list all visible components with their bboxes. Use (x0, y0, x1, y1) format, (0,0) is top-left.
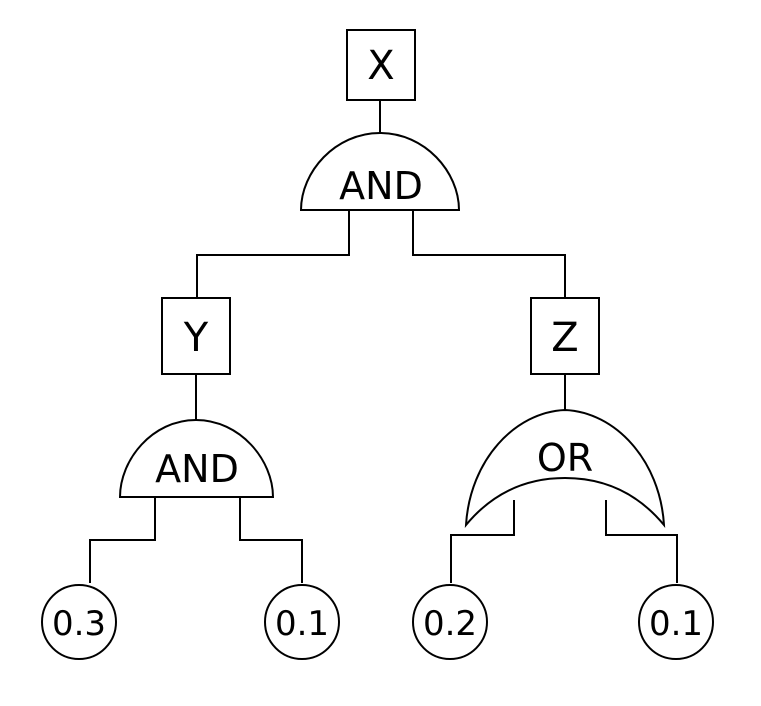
connector-left-gate-to-input-1 (89, 497, 156, 583)
connector-lines (89, 100, 678, 583)
connector-top-gate-to-z (412, 210, 566, 298)
basic-event-1-circle (41, 584, 117, 660)
left-and-gate: AND (118, 418, 275, 498)
basic-event-4: 0.1 (638, 584, 714, 660)
top-and-gate: AND (299, 131, 461, 211)
connector-left-gate-to-input-2 (239, 497, 303, 583)
top-and-gate-shape (299, 131, 461, 211)
connector-right-gate-to-input-2 (605, 500, 678, 583)
left-event: Y (161, 297, 231, 375)
basic-event-2-label: 0.1 (275, 604, 329, 644)
left-and-gate-label: AND (155, 447, 239, 491)
right-event-label: Z (551, 315, 578, 361)
basic-event-1-label: 0.3 (52, 604, 106, 644)
basic-event-3-label: 0.2 (423, 604, 477, 644)
right-or-gate-shape (464, 408, 666, 528)
right-or-gate: OR (464, 408, 666, 528)
top-event: X (346, 29, 416, 101)
basic-event-3-circle (412, 584, 488, 660)
basic-event-1: 0.3 (41, 584, 117, 660)
right-event: Z (530, 297, 600, 375)
basic-event-4-label: 0.1 (649, 604, 703, 644)
basic-event-3: 0.2 (412, 584, 488, 660)
right-or-gate-label: OR (537, 436, 593, 480)
top-and-gate-label: AND (339, 164, 423, 208)
connector-right-gate-to-input-1 (450, 500, 515, 583)
connector-top-gate-to-y (196, 210, 350, 298)
left-event-box (161, 297, 231, 375)
right-event-box (530, 297, 600, 375)
top-event-box (346, 29, 416, 101)
top-event-label: X (367, 43, 394, 89)
left-and-gate-shape (118, 418, 275, 498)
left-event-label: Y (183, 315, 209, 361)
basic-event-4-circle (638, 584, 714, 660)
basic-event-2-circle (264, 584, 340, 660)
basic-event-2: 0.1 (264, 584, 340, 660)
